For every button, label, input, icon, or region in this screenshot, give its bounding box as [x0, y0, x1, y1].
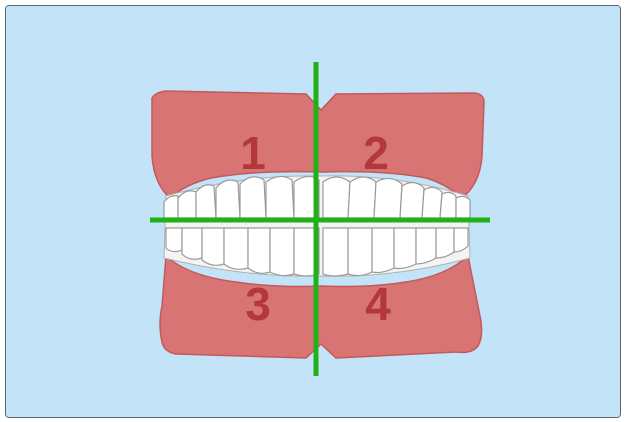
- tooth: [216, 180, 240, 218]
- tooth: [178, 191, 196, 218]
- tooth: [400, 182, 424, 218]
- quadrant-label-2: 2: [363, 127, 389, 179]
- tooth: [436, 228, 454, 258]
- diagram-frame: 1 2 3 4: [5, 5, 621, 418]
- tooth: [266, 176, 294, 218]
- tooth: [202, 228, 224, 265]
- tooth: [270, 228, 294, 276]
- tooth: [196, 185, 216, 218]
- tooth: [422, 187, 442, 218]
- tooth: [182, 228, 202, 259]
- dental-quadrant-diagram: 1 2 3 4: [6, 6, 620, 417]
- quadrant-label-1: 1: [240, 127, 266, 179]
- tooth: [374, 178, 402, 218]
- tooth: [440, 192, 456, 218]
- tooth: [166, 228, 182, 252]
- tooth: [323, 228, 348, 276]
- tooth: [372, 228, 394, 273]
- tooth: [454, 228, 468, 252]
- tooth: [248, 228, 270, 273]
- tooth: [348, 228, 372, 276]
- tooth: [348, 177, 376, 218]
- quadrant-label-4: 4: [365, 278, 391, 330]
- tooth: [240, 177, 266, 218]
- tooth: [224, 228, 248, 269]
- tooth: [164, 196, 178, 218]
- tooth: [323, 177, 350, 218]
- tooth: [456, 196, 470, 218]
- quadrant-label-3: 3: [245, 278, 271, 330]
- tooth: [394, 228, 416, 269]
- tooth: [416, 228, 436, 264]
